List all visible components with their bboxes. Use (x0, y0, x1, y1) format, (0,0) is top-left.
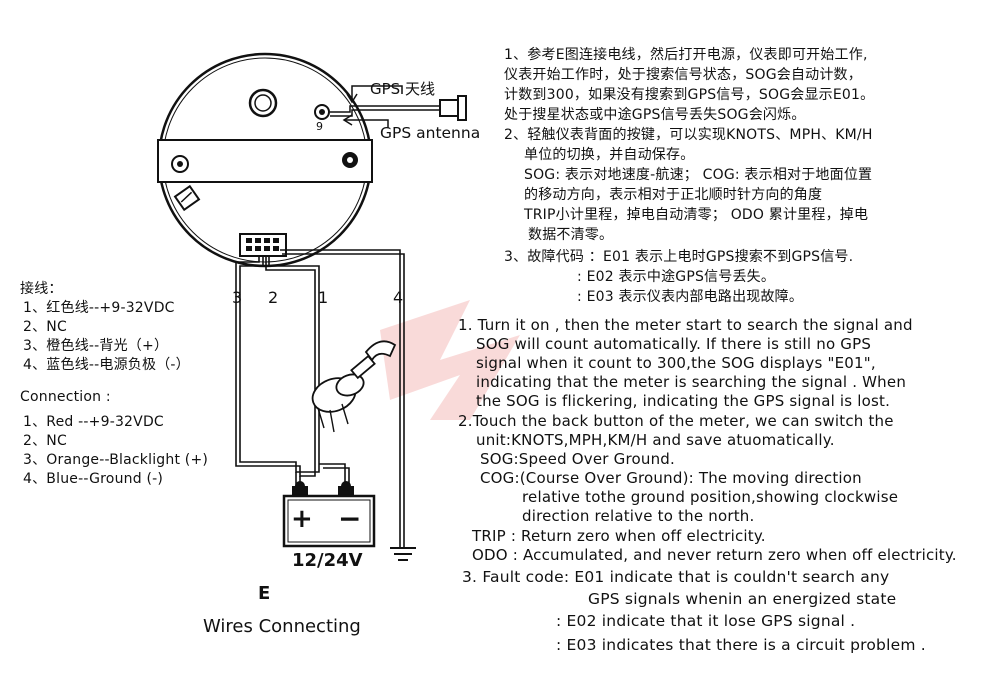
instruction-en-line: signal when it count to 300,the SOG disp… (476, 354, 876, 372)
wiring-en-title: Connection : (20, 389, 111, 405)
key-switch (311, 340, 397, 433)
instruction-cn-line: 计数到300，如果没有搜索到GPS信号，SOG会显示E01。 (504, 87, 875, 103)
instruction-cn-line: 的移动方向，表示相对于正北顺时针方向的角度 (524, 187, 823, 203)
wiring-cn-item: 1、红色线--+9-32VDC (23, 300, 175, 316)
instruction-en-line: indicating that the meter is searching t… (476, 373, 907, 391)
figure-caption: Wires Connecting (203, 616, 361, 637)
instruction-cn-line: 数据不清零。 (528, 227, 614, 243)
wiring-cn-item: 3、橙色线--背光（+） (23, 338, 169, 354)
instruction-cn-line: SOG: 表示对地速度-航速； COG: 表示相对于地面位置 (524, 167, 873, 183)
instruction-cn-line: : E03 表示仪表内部电路出现故障。 (577, 289, 804, 305)
instruction-en-line: relative tothe ground position,showing c… (522, 488, 899, 506)
wiring-cn-item: 4、蓝色线--电源负极（-） (23, 357, 190, 373)
battery-voltage-label: 12/24V (292, 550, 363, 571)
wire-number-4: 4 (393, 288, 404, 307)
wiring-en-item: 1、Red --+9-32VDC (23, 414, 164, 430)
instruction-cn-line: 单位的切换，并自动保存。 (524, 147, 695, 163)
antenna-pin-number: 9 (316, 120, 323, 133)
gps-antenna-cable (330, 95, 467, 121)
instruction-cn-line: 仪表开始工作时，处于搜索信号状态，SOG会自动计数， (504, 67, 862, 83)
instruction-en-line: SOG will count automatically. If there i… (476, 335, 872, 353)
instruction-cn-line: : E02 表示中途GPS信号丢失。 (577, 269, 776, 285)
ground-symbol (390, 547, 416, 561)
wire-number-3: 3 (232, 288, 243, 307)
wires (235, 249, 405, 548)
reset-button (248, 88, 278, 118)
wiring-en-item: 4、Blue--Ground (-) (23, 471, 164, 487)
instruction-en-line: the SOG is flickering, indicating the GP… (476, 392, 891, 410)
instruction-en-line: ODO : Accumulated, and never return zero… (472, 546, 957, 564)
battery-minus-sign: − (338, 502, 362, 535)
antenna-socket (314, 104, 330, 120)
watermark-logo (380, 300, 520, 420)
antenna-label-cn: GPS 天线 (370, 80, 435, 98)
instruction-en-line: 2.Touch the back button of the meter, we… (458, 412, 894, 430)
wiring-en-item: 3、Orange--Blacklight (+) (23, 452, 209, 468)
wire-connector (239, 233, 287, 257)
battery-plus-sign: + (291, 504, 313, 534)
instruction-cn-line: TRIP小计里程，掉电自动清零； ODO 累计里程，掉电 (524, 207, 869, 223)
instruction-en-line: TRIP : Return zero when off electricity. (472, 527, 766, 545)
wire-number-1: 1 (318, 288, 329, 307)
instruction-en-line: SOG:Speed Over Ground. (480, 450, 675, 468)
instruction-en-line: COG:(Course Over Ground): The moving dir… (480, 469, 862, 487)
antenna-arrow (342, 85, 403, 128)
wiring-cn-title: 接线： (20, 281, 63, 297)
wiring-cn-item: 2、NC (23, 319, 67, 335)
instruction-en-line: : E02 indicate that it lose GPS signal . (556, 612, 856, 630)
figure-letter: E (258, 583, 271, 604)
instruction-cn-line: 处于搜星状态或中途GPS信号丢失SOG会闪烁。 (504, 107, 806, 123)
wire-number-2: 2 (268, 288, 279, 307)
antenna-label-en: GPS antenna (380, 124, 481, 142)
wiring-en-item: 2、NC (23, 433, 67, 449)
instruction-en-line: 3. Fault code: E01 indicate that is coul… (462, 568, 890, 586)
instruction-cn-line: 1、参考E图连接电线，然后打开电源，仪表即可开始工作, (504, 47, 868, 63)
instruction-cn-line: 2、轻触仪表背面的按键，可以实现KNOTS、MPH、KM/H (504, 127, 873, 143)
instruction-en-line: 1. Turn it on , then the meter start to … (458, 316, 913, 334)
instruction-en-line: GPS signals whenin an energized state (588, 590, 897, 608)
instruction-en-line: direction relative to the north. (522, 507, 755, 525)
instruction-en-line: : E03 indicates that there is a circuit … (556, 636, 926, 654)
instruction-en-line: unit:KNOTS,MPH,KM/H and save atuomatical… (476, 431, 835, 449)
instruction-cn-line: 3、故障代码 ：E01 表示上电时GPS搜索不到GPS信号. (504, 249, 854, 265)
housing-clip (173, 184, 201, 212)
battery (282, 481, 376, 548)
mounting-bracket (157, 139, 373, 183)
